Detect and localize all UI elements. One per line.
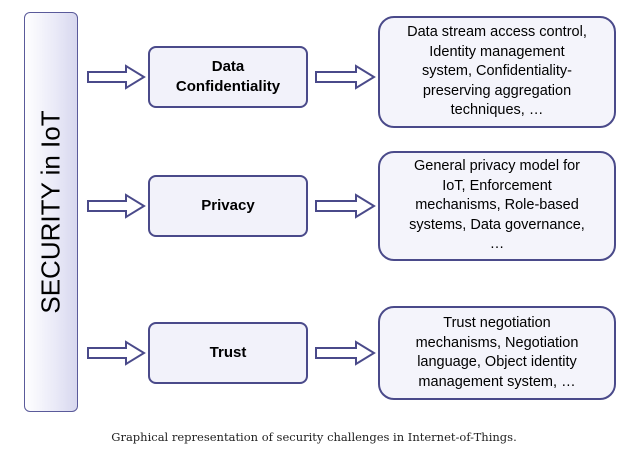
privacy-detail-line-4: systems, Data governance, — [409, 216, 585, 233]
privacy-details-box: General privacy model for IoT, Enforceme… — [378, 151, 616, 261]
arrow-to-confidentiality-details — [315, 64, 376, 90]
data-confidentiality-box: Data Confidentiality — [148, 46, 308, 108]
security-in-iot-label: SECURITY in IoT — [35, 110, 66, 314]
privacy-detail-line-5: … — [489, 236, 505, 253]
privacy-detail-line-1: General privacy model for — [413, 158, 580, 175]
privacy-box: Privacy — [148, 175, 308, 237]
trust-label: Trust — [209, 344, 247, 361]
confidentiality-detail-line-5: techniques, … — [450, 102, 544, 119]
trust-detail-line-2: mechanisms, Negotiation — [415, 334, 579, 351]
privacy-detail-line-3: mechanisms, Role-based — [415, 197, 579, 214]
data-confidentiality-line-1: Data — [211, 58, 245, 75]
figure-caption: Graphical representation of security cha… — [111, 430, 517, 444]
data-confidentiality-line-2: Confidentiality — [175, 78, 281, 95]
arrow-to-trust-details — [315, 340, 376, 366]
privacy-label: Privacy — [201, 197, 255, 214]
trust-detail-line-4: management system, … — [418, 373, 576, 390]
trust-box: Trust — [148, 322, 308, 384]
trust-detail-line-3: language, Object identity — [417, 354, 577, 370]
security-in-iot-bar: SECURITY in IoT — [24, 12, 78, 412]
confidentiality-detail-line-2: Identity management — [429, 43, 565, 60]
arrow-to-privacy — [87, 193, 146, 219]
arrow-to-trust — [87, 340, 146, 366]
confidentiality-detail-line-3: system, Confidentiality- — [422, 63, 572, 80]
privacy-detail-line-2: IoT, Enforcement — [442, 177, 552, 194]
confidentiality-detail-line-1: Data stream access control, — [407, 24, 587, 41]
confidentiality-detail-line-4: preserving aggregation — [422, 82, 572, 99]
trust-detail-line-1: Trust negotiation — [443, 315, 551, 331]
confidentiality-details-box: Data stream access control, Identity man… — [378, 16, 616, 128]
arrow-to-data-confidentiality — [87, 64, 146, 90]
arrow-to-privacy-details — [315, 193, 376, 219]
trust-details-box: Trust negotiation mechanisms, Negotiatio… — [378, 306, 616, 400]
